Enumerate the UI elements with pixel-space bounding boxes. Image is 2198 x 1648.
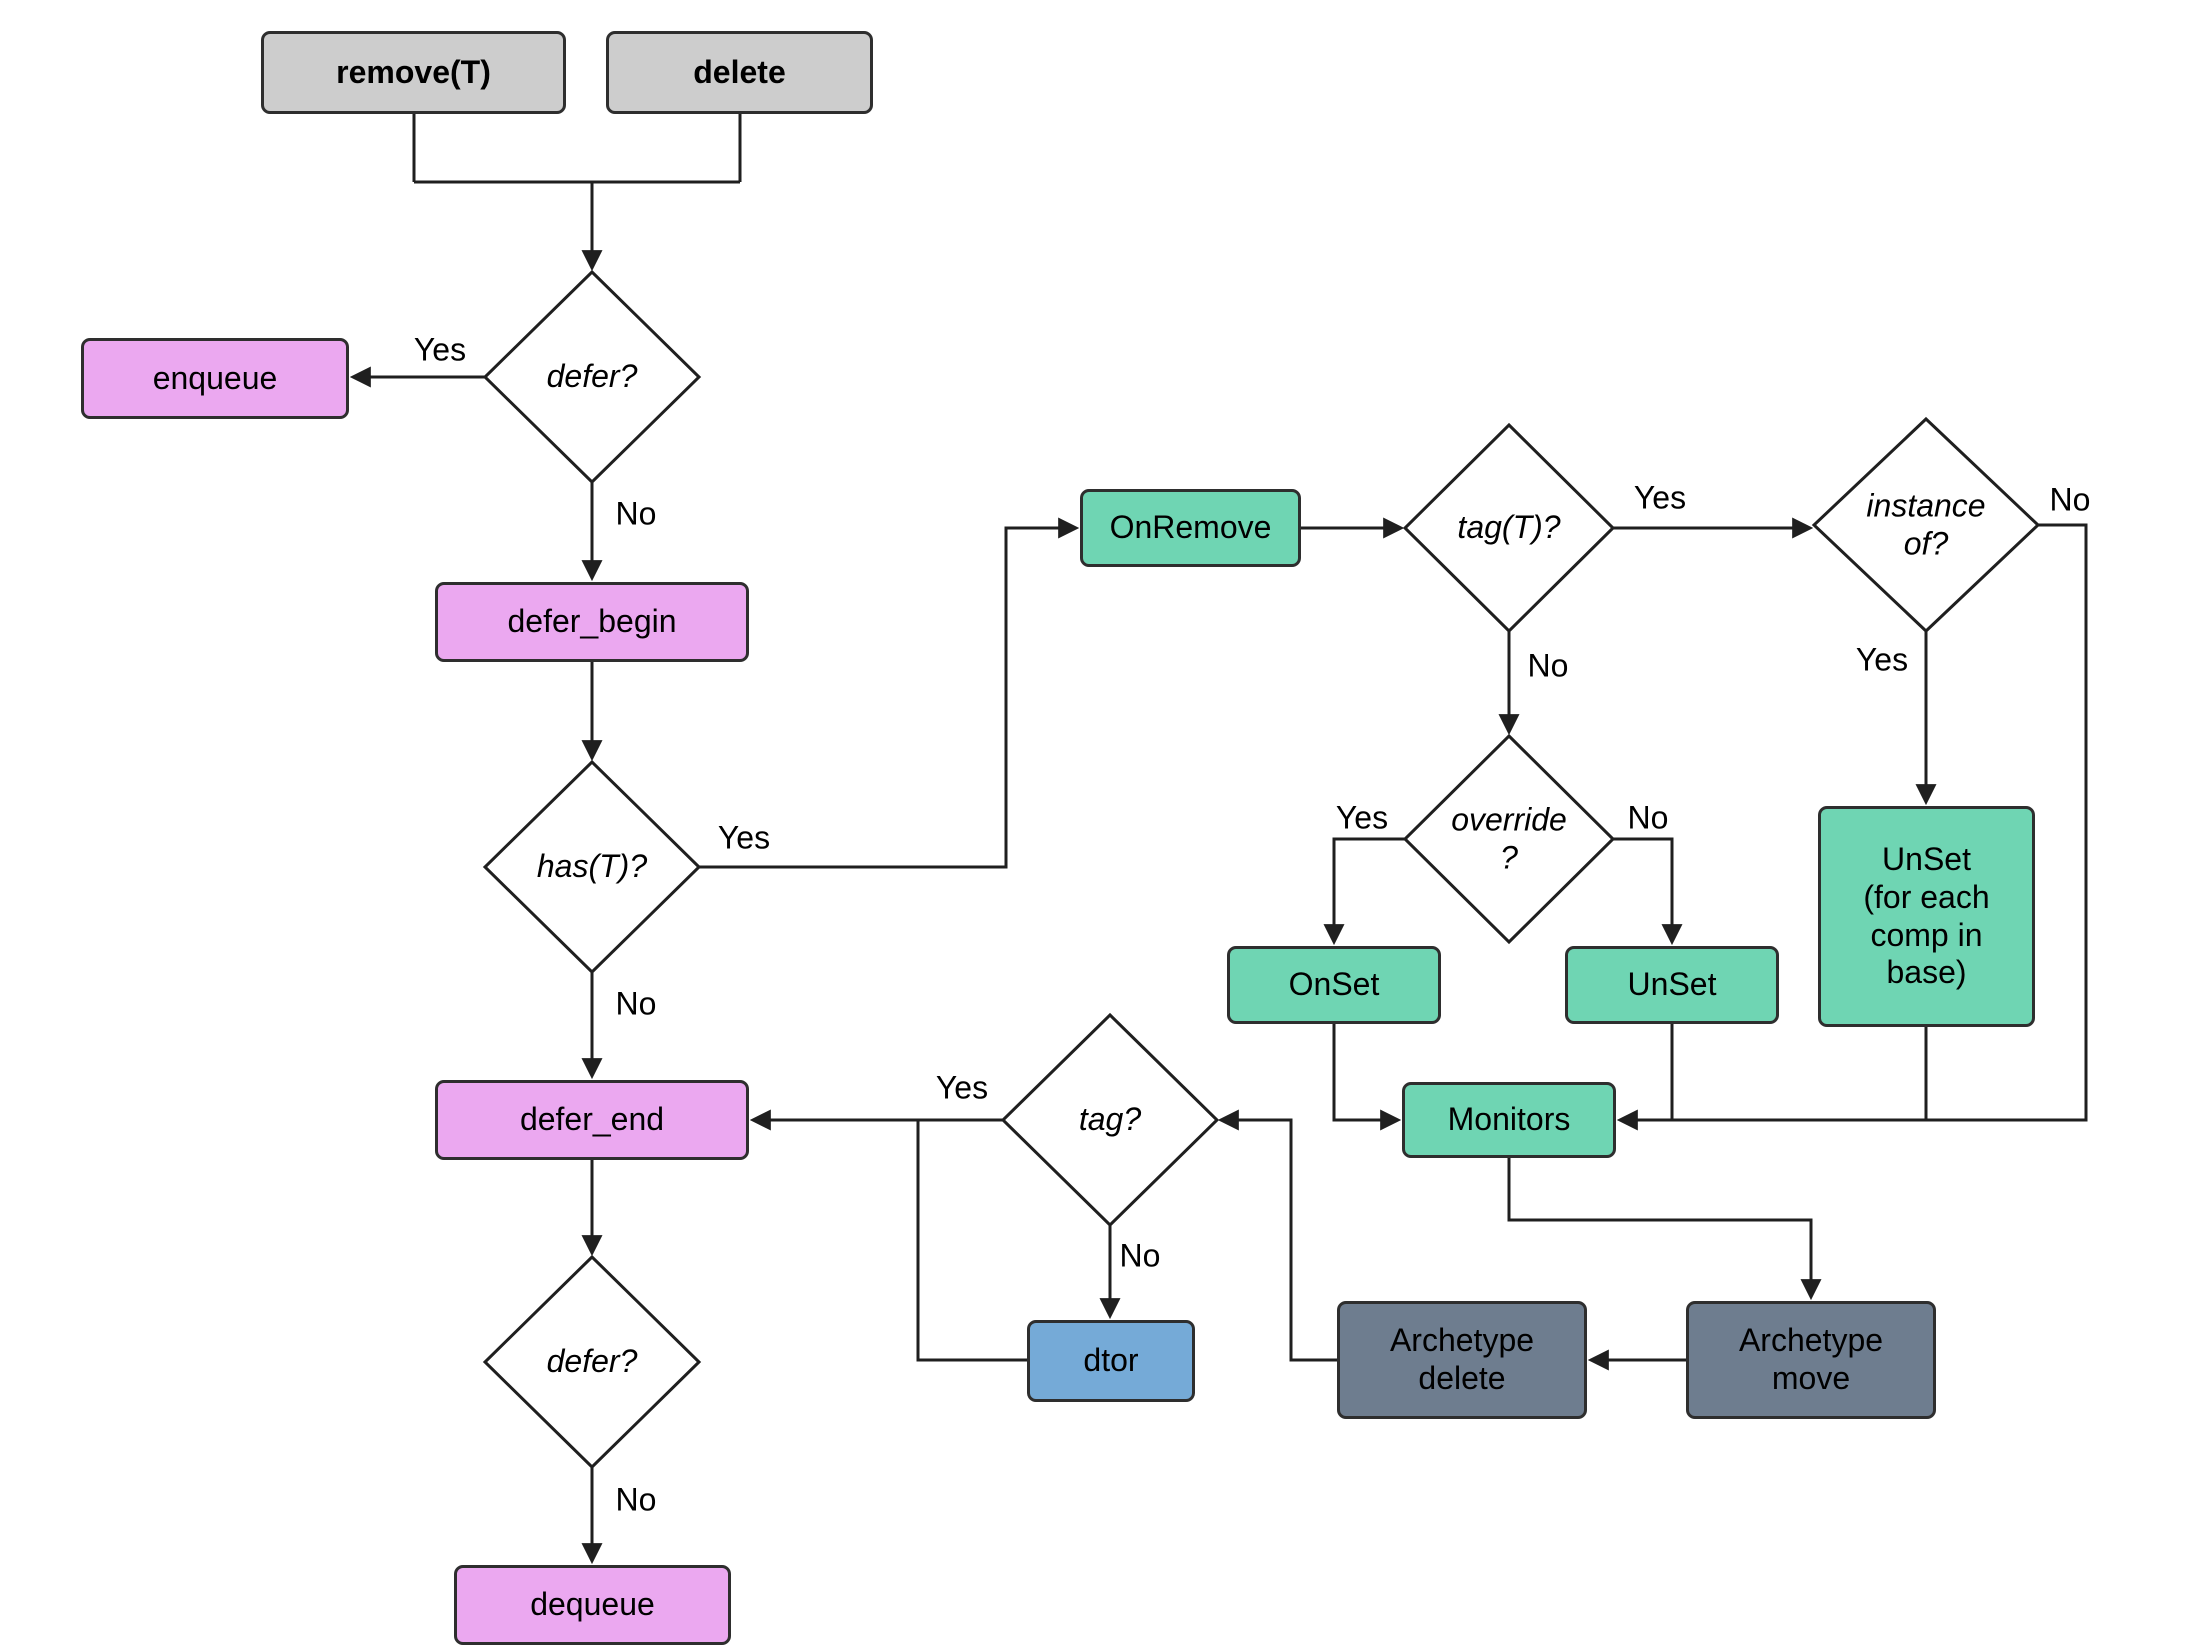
node-monitors-label: Monitors [1447,1101,1571,1138]
node-archetype-delete-label: Archetype delete [1389,1322,1535,1396]
decision-tag-label: tag? [1078,1101,1142,1138]
edge-label-tag-yes: Yes [935,1069,989,1106]
node-defer-end-label: defer_end [519,1101,665,1138]
node-onset-label: OnSet [1288,966,1380,1003]
node-dtor-label: dtor [1083,1342,1139,1379]
node-defer-begin-label: defer_begin [507,603,677,640]
edge-label-hast-no: No [615,985,657,1022]
node-dequeue-label: dequeue [530,1586,655,1623]
node-remove: remove(T) [261,31,566,114]
edge-instanceof-monitors [1616,523,2088,1131]
node-enqueue: enqueue [81,338,349,419]
decision-defer-2-label: defer? [546,1343,638,1380]
edge-hast-onremove [699,517,1080,869]
edge-dtor-join [916,1120,1027,1362]
edge-override-unset [1613,837,1683,946]
edge-label-instance-no: No [2049,481,2091,518]
node-unset-base: UnSet (for each comp in base) [1818,806,2035,1027]
node-monitors: Monitors [1402,1082,1616,1158]
edge-monitors-archmove [1507,1158,1822,1301]
decision-instance-of-label: instance of? [1866,487,1986,561]
edge-onset-monitors [1332,1024,1402,1131]
node-delete: delete [606,31,873,114]
edge-label-instance-yes: Yes [1855,641,1909,678]
node-delete-label: delete [693,53,786,90]
decision-defer-1-label: defer? [546,358,638,395]
node-defer-begin: defer_begin [435,582,749,662]
node-unset-label: UnSet [1627,966,1717,1003]
edge-label-hast-yes: Yes [717,819,771,856]
edge-label-defer1-yes: Yes [413,331,467,368]
edge-label-defer1-no: No [615,495,657,532]
node-enqueue-label: enqueue [152,359,278,396]
edge-label-override-yes: Yes [1335,799,1389,836]
decision-tag-t-label: tag(T)? [1457,509,1561,546]
decision-has-t-label: has(T)? [536,848,648,885]
node-archetype-move: Archetype move [1686,1301,1936,1419]
node-onremove: OnRemove [1080,489,1301,567]
decision-override-label: override ? [1451,801,1567,875]
edge-label-defer2-no: No [615,1481,657,1518]
node-dequeue: dequeue [454,1565,731,1645]
node-unset-base-label: UnSet (for each comp in base) [1863,841,1990,991]
edge-archdelete-tag [1217,1109,1337,1362]
edge-label-tagt-yes: Yes [1633,479,1687,516]
edge-label-tag-no: No [1119,1237,1161,1274]
node-defer-end: defer_end [435,1080,749,1160]
node-unset: UnSet [1565,946,1779,1024]
edge-label-tagt-no: No [1527,647,1569,684]
node-onset: OnSet [1227,946,1441,1024]
node-archetype-move-label: Archetype move [1738,1322,1884,1396]
node-onremove-label: OnRemove [1109,509,1272,546]
decision-override-shape [1402,733,1616,945]
node-remove-label: remove(T) [336,53,491,90]
node-archetype-delete: Archetype delete [1337,1301,1587,1419]
edge-override-onset [1323,837,1405,946]
node-dtor: dtor [1027,1320,1195,1402]
edge-label-override-no: No [1627,799,1669,836]
